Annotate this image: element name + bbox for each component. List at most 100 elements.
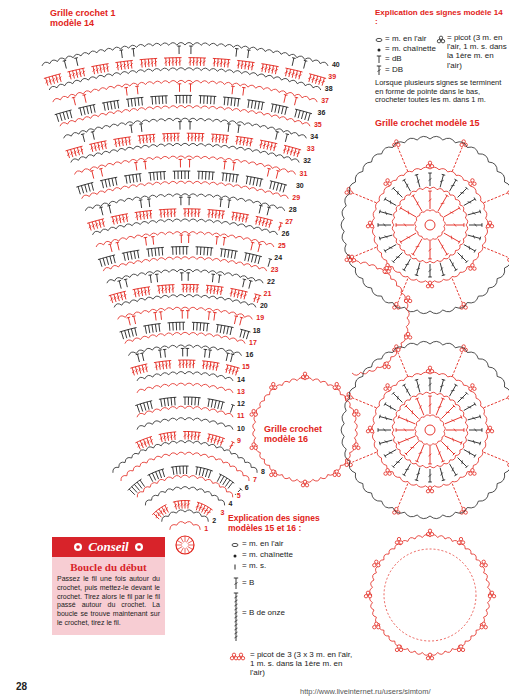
stitch-slash bbox=[171, 287, 174, 290]
stitch-slash bbox=[251, 65, 254, 67]
stitch-slash bbox=[265, 222, 268, 224]
stitch-stem bbox=[80, 108, 82, 116]
stitch-bar bbox=[258, 101, 262, 103]
stitch-bar bbox=[195, 322, 199, 323]
stitch-stem bbox=[218, 211, 220, 219]
stitch-stem bbox=[216, 363, 217, 371]
picot-mark bbox=[428, 653, 431, 656]
stitch-bar bbox=[159, 433, 163, 435]
stitch-slash bbox=[469, 451, 471, 455]
picot-mark bbox=[254, 446, 257, 449]
stitch-bar bbox=[220, 286, 224, 288]
row-number: 16 bbox=[245, 351, 255, 359]
stitch-bar bbox=[136, 288, 140, 290]
stitch-stem bbox=[153, 134, 155, 142]
stitch-stem bbox=[114, 294, 116, 302]
stitch-slash bbox=[154, 61, 157, 64]
stitch-bar bbox=[151, 472, 154, 473]
stitch-stem bbox=[282, 106, 284, 114]
stitch-stem bbox=[417, 445, 424, 462]
stitch-slash bbox=[211, 137, 214, 139]
stitch-slash bbox=[429, 383, 432, 385]
stitch-bar bbox=[168, 322, 172, 323]
chart-mark bbox=[379, 56, 380, 63]
stitch-slash bbox=[227, 62, 230, 64]
stitch-stem bbox=[179, 84, 180, 92]
stitch-slash bbox=[190, 212, 193, 214]
stitch-bar bbox=[213, 58, 217, 59]
picot-mark bbox=[404, 336, 407, 339]
picot-mark bbox=[430, 285, 433, 288]
stitch-stem bbox=[152, 325, 153, 333]
stitch-stem bbox=[167, 398, 169, 406]
picot-mark bbox=[482, 622, 485, 625]
stitch-bar bbox=[234, 315, 238, 317]
chain-loops bbox=[137, 406, 233, 417]
stitch-slash bbox=[429, 404, 432, 406]
stitch-stem bbox=[208, 399, 209, 407]
stitch-bar bbox=[116, 292, 119, 294]
stitch-bar bbox=[183, 397, 187, 398]
chain-loops bbox=[42, 43, 328, 66]
stitch-stem bbox=[117, 293, 119, 301]
stitch-stem bbox=[215, 210, 217, 218]
picot-mark bbox=[408, 299, 411, 302]
stitch-stem bbox=[142, 365, 144, 373]
stitch-bar bbox=[241, 60, 245, 61]
stitch-bar bbox=[124, 137, 128, 139]
stitch-bar bbox=[133, 483, 136, 485]
stitch-bar bbox=[233, 366, 236, 368]
stitch-stem bbox=[121, 62, 122, 70]
stitch-bar bbox=[145, 134, 149, 135]
stitch-slash bbox=[111, 298, 113, 301]
stitch-slash bbox=[442, 245, 443, 249]
stitch-bar bbox=[177, 46, 181, 47]
chart-mark bbox=[234, 632, 237, 634]
stitch-slash bbox=[220, 441, 224, 442]
picot-mark bbox=[270, 473, 273, 476]
stitch-bar bbox=[107, 205, 111, 207]
stitch-slash bbox=[114, 297, 116, 300]
stitch-slash bbox=[132, 370, 134, 373]
picot-mark bbox=[471, 264, 474, 267]
stitch-slash bbox=[142, 214, 145, 217]
chain-loops bbox=[480, 595, 490, 624]
picot-mark bbox=[237, 657, 240, 660]
stitch-slash bbox=[450, 212, 454, 213]
stitch-bar bbox=[392, 187, 395, 190]
stitch-bar bbox=[243, 137, 247, 139]
stitch-stem bbox=[197, 247, 198, 255]
stitch-bar bbox=[231, 441, 234, 443]
stitch-bar bbox=[134, 173, 138, 174]
stitch-slash bbox=[187, 136, 190, 138]
stitch-bar bbox=[215, 210, 219, 211]
stitch-stem bbox=[208, 434, 210, 442]
stitch-stem bbox=[71, 149, 73, 157]
stitch-bar bbox=[139, 440, 142, 441]
stitch-bar bbox=[126, 60, 130, 61]
stitch-bar bbox=[186, 272, 190, 273]
row-number: 39 bbox=[327, 73, 337, 81]
start-spoke bbox=[187, 537, 190, 542]
stitch-stem bbox=[287, 147, 289, 155]
stitch-bar bbox=[178, 360, 182, 361]
stitch-slash bbox=[93, 69, 95, 72]
stitch-bar bbox=[102, 64, 106, 66]
stitch-stem bbox=[231, 289, 232, 297]
chain-loops bbox=[352, 363, 384, 376]
stitch-slash bbox=[257, 298, 261, 299]
stitch-bar bbox=[190, 208, 194, 209]
stitch-slash bbox=[472, 417, 475, 419]
stitch-bar bbox=[171, 322, 175, 323]
stitch-stem bbox=[186, 466, 187, 474]
stitch-bar bbox=[179, 159, 183, 160]
stitch-bar bbox=[190, 431, 194, 432]
stitch-bar bbox=[143, 287, 147, 289]
stitch-stem bbox=[196, 467, 197, 475]
stitch-slash bbox=[146, 214, 149, 217]
stitch-bar bbox=[133, 289, 137, 291]
stitch-stem bbox=[134, 316, 136, 324]
picot-mark bbox=[355, 443, 358, 446]
stitch-stem bbox=[243, 331, 245, 339]
stitch-stem bbox=[468, 440, 481, 443]
